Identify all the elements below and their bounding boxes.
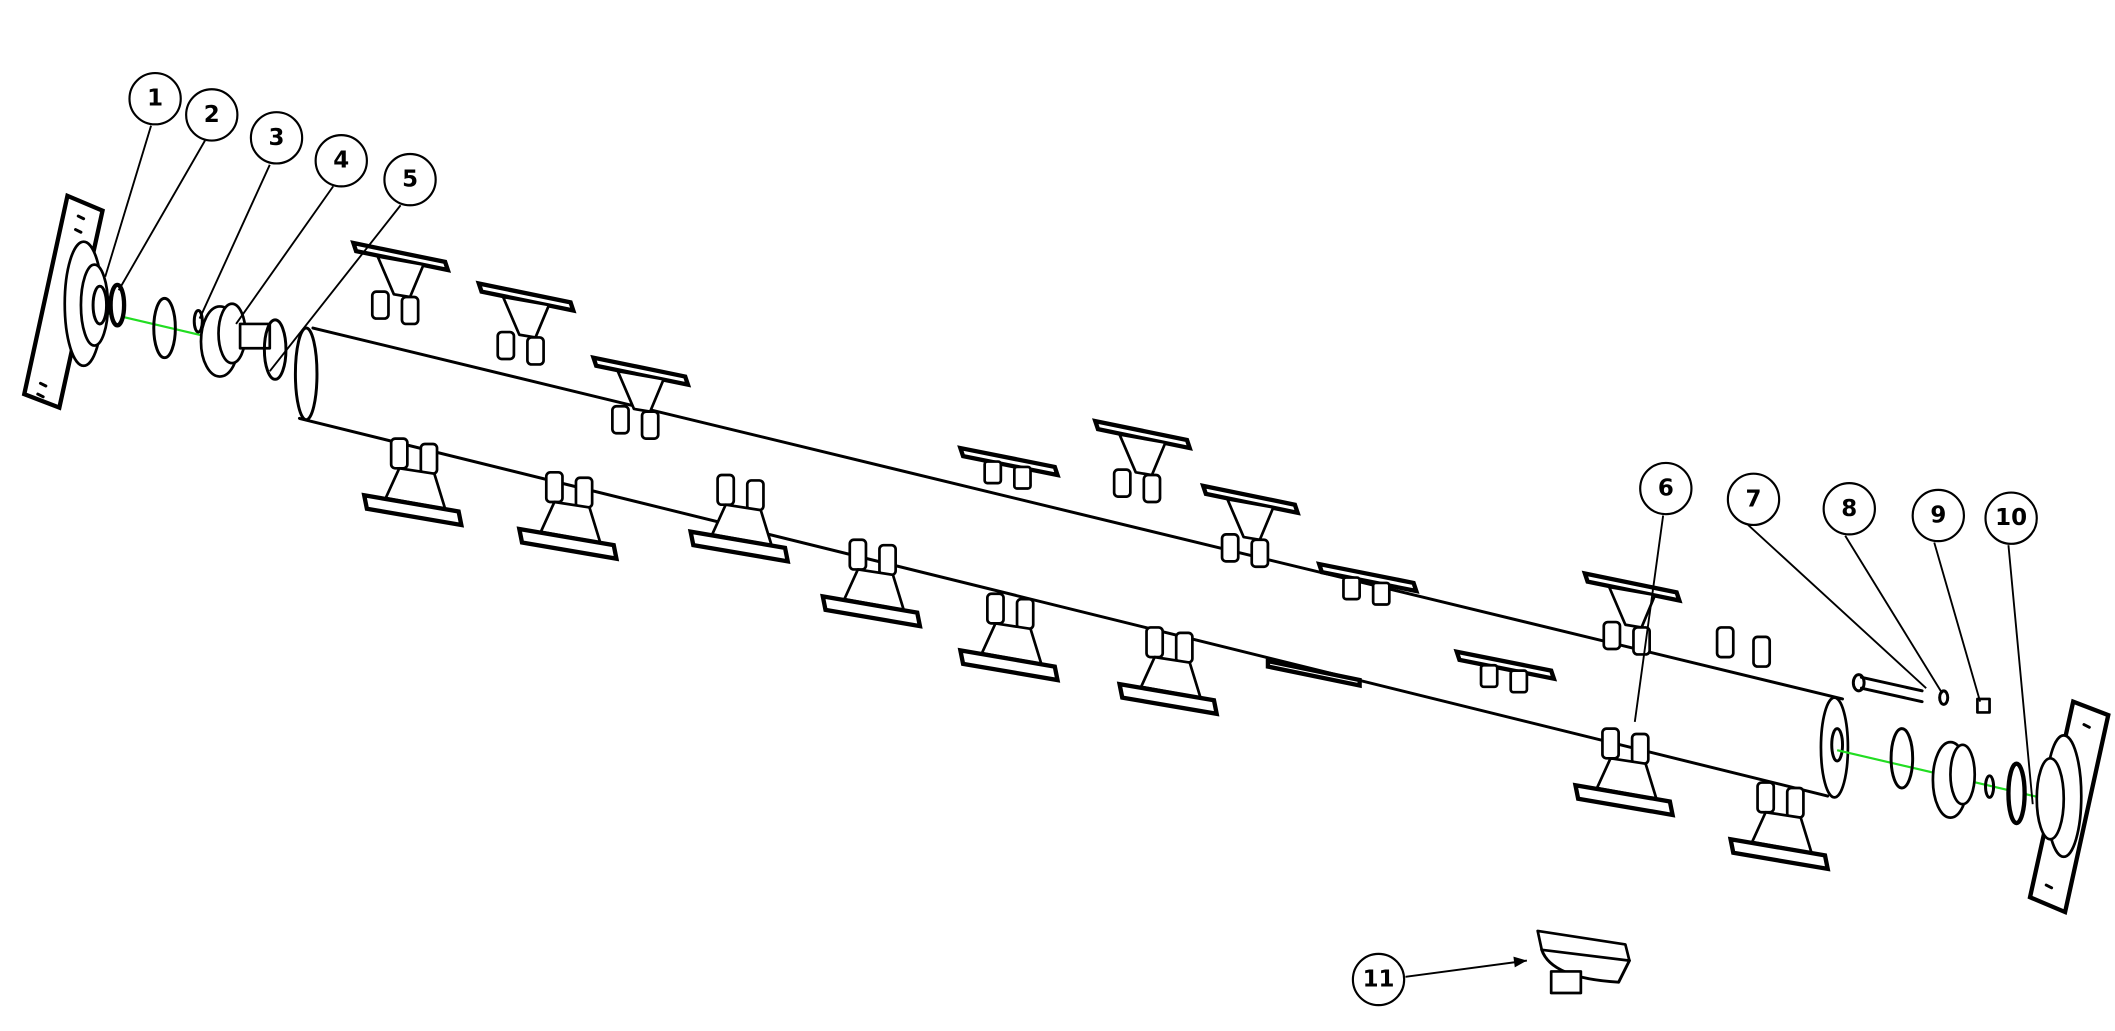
mounting-bracket <box>1199 482 1301 569</box>
balloon-3: 3 <box>249 111 304 165</box>
lug <box>1752 635 1772 668</box>
balloon-label: 7 <box>1746 486 1762 512</box>
balloon-label: 10 <box>1995 505 2027 531</box>
mounting-bracket <box>687 473 791 565</box>
mounting-bracket <box>1453 648 1558 694</box>
bracket-group <box>350 240 1831 872</box>
balloon-label: 6 <box>1658 476 1674 502</box>
balloon-label: 3 <box>269 125 285 151</box>
balloon-label: 9 <box>1930 503 1946 529</box>
balloon-6: 6 <box>1639 461 1693 516</box>
balloon-4: 4 <box>314 134 368 188</box>
mounting-bracket <box>1581 570 1683 656</box>
balloon-7: 7 <box>1726 472 1781 527</box>
main-cylinder <box>293 326 1850 799</box>
balloon-label: 5 <box>402 167 418 193</box>
loose-bracket-part <box>1536 929 1631 995</box>
mounting-bracket <box>516 470 620 562</box>
mounting-bracket <box>1092 418 1193 504</box>
mounting-bracket <box>957 445 1061 490</box>
balloon-label: 1 <box>147 86 163 112</box>
mounting-bracket <box>1116 626 1220 717</box>
balloon-10: 10 <box>1984 491 2038 545</box>
mounting-bracket <box>590 354 692 440</box>
mounting-bracket <box>361 437 465 528</box>
right-shaft-parts <box>1851 673 2027 826</box>
left-shaft-parts <box>108 282 288 381</box>
mounting-bracket <box>1265 658 1362 689</box>
left-mounting-plate <box>21 192 110 411</box>
mounting-bracket <box>1315 561 1420 606</box>
mounting-bracket <box>1727 781 1831 872</box>
balloon-11: 11 <box>1351 952 1406 1007</box>
balloon-label: 2 <box>204 102 220 128</box>
mounting-bracket <box>957 592 1061 683</box>
balloon-label: 4 <box>333 148 349 174</box>
balloon-9: 9 <box>1911 488 1966 543</box>
balloon-label: 8 <box>1841 496 1857 522</box>
balloon-5: 5 <box>383 152 437 207</box>
balloon-label: 11 <box>1363 967 1395 993</box>
balloon-8: 8 <box>1822 482 1876 536</box>
mounting-bracket <box>475 280 577 366</box>
mounting-bracket <box>350 240 452 326</box>
mounting-bracket <box>820 538 923 629</box>
balloon-callouts: 1 2 3 4 5 6 7 8 9 10 11 <box>128 71 2038 1007</box>
balloon-1: 1 <box>128 71 182 126</box>
right-mounting-plate <box>2027 698 2111 916</box>
leader-lines <box>104 125 2034 978</box>
balloon-2: 2 <box>185 88 239 142</box>
mounting-bracket <box>1572 727 1676 818</box>
lug <box>1715 626 1735 659</box>
